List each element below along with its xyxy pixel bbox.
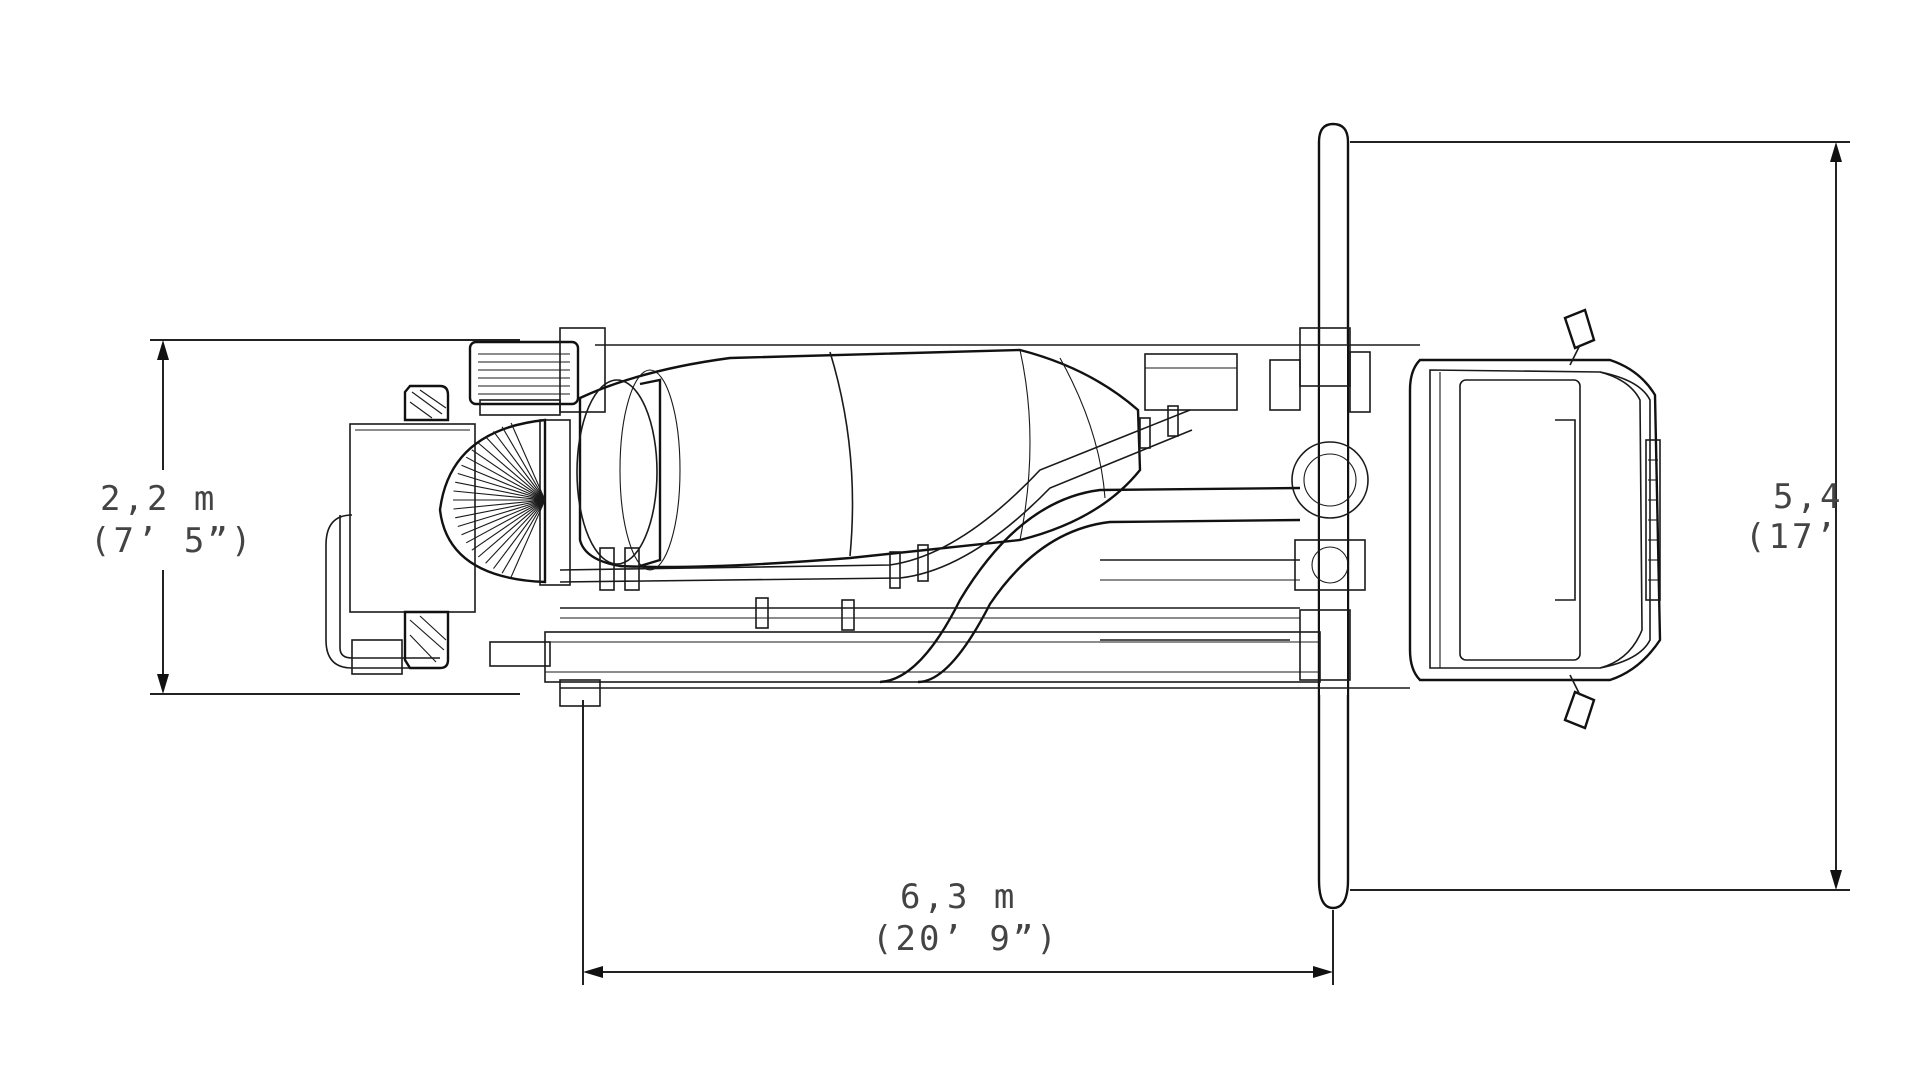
hopper-rib [485, 436, 546, 501]
outrigger-span-dimension: 5,4 (17’ [1350, 141, 1850, 891]
hopper-rib [453, 499, 546, 510]
mirror-left [1563, 308, 1596, 366]
outrigger-beam [1317, 122, 1350, 910]
hopper-rib [457, 472, 546, 501]
hopper-rib [453, 490, 546, 501]
hopper-rib [461, 464, 546, 501]
charging-hopper [438, 418, 571, 586]
hopper-rib [477, 442, 546, 501]
width-metric-label: 2,2 m [100, 479, 217, 519]
hopper-rib [457, 499, 546, 528]
outrigger-span-metric-label: 5,4 [1773, 477, 1843, 517]
hopper-rib [493, 431, 546, 501]
hopper-rib [501, 426, 546, 501]
mirror-right [1563, 674, 1596, 730]
width-dimension: 2,2 m (7’ 5”) [80, 339, 520, 695]
length-metric-label: 6,3 m [900, 877, 1017, 917]
hopper-rib [461, 499, 546, 536]
hopper-rib [455, 481, 546, 501]
hopper-rib [501, 499, 546, 574]
truck-cab [1408, 308, 1662, 730]
hopper-rib [471, 499, 546, 551]
length-imperial-label: (20’ 9”) [872, 919, 1060, 959]
hopper-rib [465, 499, 546, 544]
hopper-rib [493, 499, 546, 569]
hopper-rib [465, 456, 546, 501]
length-dimension: 6,3 m (20’ 9”) [582, 700, 1334, 985]
tread-plate-top [403, 384, 450, 422]
chassis-frame [544, 327, 1420, 707]
width-imperial-label: (7’ 5”) [90, 521, 254, 561]
mixer-drum [576, 348, 1142, 571]
rear-hopper-assembly [325, 327, 606, 675]
hopper-rib [455, 499, 546, 519]
radiator-grille [468, 327, 606, 416]
pump-piping [559, 351, 1371, 684]
hopper-rib [485, 499, 546, 564]
front-grille [1645, 439, 1661, 601]
hopper-rib [477, 499, 546, 558]
tread-plate-bottom [403, 610, 450, 670]
outrigger-span-imperial-label: (17’ [1745, 517, 1839, 557]
hopper-rib [471, 449, 546, 501]
